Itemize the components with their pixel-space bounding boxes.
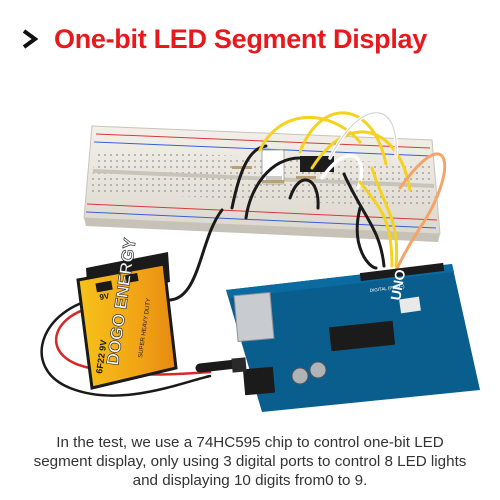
caption: In the test, we use a 74HC595 chip to co… xyxy=(0,433,500,490)
arduino-uno-board: UNO DIGITAL (PWM~) xyxy=(226,262,480,412)
chevron-right-icon xyxy=(22,29,39,49)
battery-9v: 9V DOGO ENERGY SUPER HEAVY DUTY 6F22 9V xyxy=(76,236,178,390)
page-title: One-bit LED Segment Display xyxy=(54,23,427,54)
caption-line-2: segment display, only using 3 digital po… xyxy=(33,453,467,470)
battery-model-label: 6F22 9V xyxy=(94,339,109,374)
caption-line-3: and displaying 10 digits from0 to 9. xyxy=(132,472,368,489)
board-brand-label: UNO xyxy=(387,268,408,302)
digital-pins-label: DIGITAL (PWM~) xyxy=(370,284,406,293)
header: One-bit LED Segment Display xyxy=(20,22,427,56)
circuit-photo: UNO DIGITAL (PWM~) 9V DOGO ENERGY SUPER … xyxy=(40,111,480,412)
breadboard-components xyxy=(232,149,334,185)
dc-power-plug xyxy=(195,357,247,373)
battery-voltage-label: 9V xyxy=(99,291,111,302)
jumper-wires xyxy=(40,111,447,397)
caption-line-1: In the test, we use a 74HC595 chip to co… xyxy=(56,434,444,451)
